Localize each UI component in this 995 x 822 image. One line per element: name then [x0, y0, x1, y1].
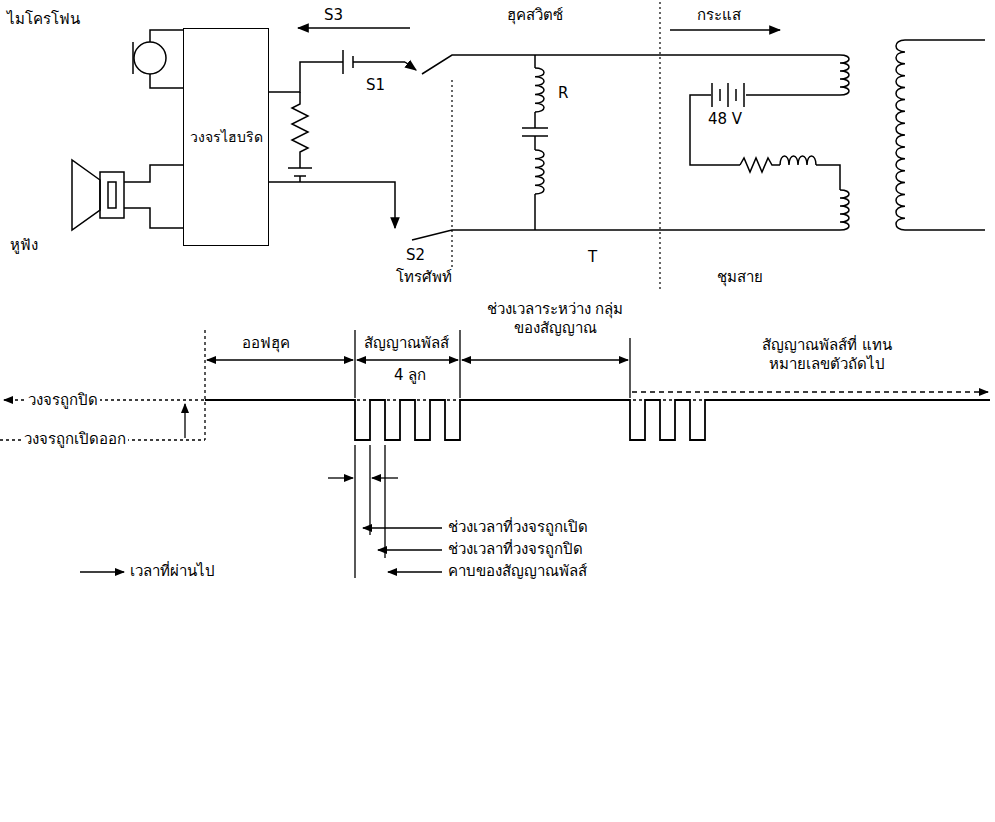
microphone-symbol	[134, 42, 166, 74]
hook-switch	[405, 62, 416, 70]
marker-line	[204, 330, 205, 440]
battery-symbol	[342, 50, 344, 74]
coil-symbol	[780, 156, 816, 165]
boundary-line	[659, 2, 660, 290]
dimension-arrow	[207, 359, 353, 360]
leader-line	[388, 571, 442, 572]
dimension-arrow	[632, 391, 988, 392]
wire	[816, 165, 840, 190]
microphone-symbol	[132, 42, 134, 74]
marker-line	[355, 330, 630, 398]
level-arrow	[184, 404, 185, 438]
capacitor-symbol	[522, 127, 548, 129]
battery-symbol	[743, 83, 745, 107]
label-text: 48 V	[706, 110, 744, 129]
leader-line	[378, 549, 442, 550]
label-text: หูฟัง	[8, 236, 40, 255]
wire	[124, 165, 183, 228]
dimension-arrow	[462, 359, 628, 360]
box-title: วงจรไฮบริด	[190, 126, 263, 148]
label-text: S2	[404, 246, 427, 265]
coil-symbol	[535, 150, 544, 194]
label-text: ฮุคสวิตซ์	[505, 6, 565, 25]
label-text: ไมโครโฟน	[5, 10, 82, 29]
coil-symbol	[896, 40, 905, 230]
label-text: วงจรถูกเปิดออก	[22, 430, 128, 449]
time-arrow	[80, 571, 124, 572]
label-text: โทรศัพท์	[394, 268, 454, 287]
battery-symbol	[719, 89, 721, 101]
earphone-symbol	[108, 182, 116, 208]
wire	[534, 55, 536, 230]
label-text: สัญญาณพัลส์	[362, 334, 451, 353]
resistor-symbol	[740, 158, 780, 172]
coil-symbol	[840, 190, 849, 230]
coil-symbol	[535, 40, 905, 230]
label-text: S1	[364, 76, 387, 95]
label-text: ออฟฮุค	[240, 334, 292, 353]
earphone-symbol	[100, 172, 124, 218]
hook-switch	[422, 55, 535, 74]
label-text: 4 ลูก	[392, 366, 428, 385]
label-text: ช่วงเวลาระหว่าง กลุ่มของสัญญาณ	[478, 300, 632, 338]
battery-symbol	[727, 83, 729, 107]
line-wire	[535, 55, 840, 230]
hybrid-circuit-box: วงจรไฮบริด	[183, 28, 269, 246]
battery-symbol	[711, 83, 713, 107]
label-text: ชุมสาย	[715, 268, 765, 287]
drawing-part	[452, 2, 660, 290]
wire	[150, 30, 183, 88]
wire	[905, 40, 985, 230]
battery-symbol	[735, 89, 737, 101]
label-text: R	[556, 84, 570, 103]
dimension-arrow	[357, 359, 458, 360]
label-text: เวลาที่ผ่านไป	[128, 562, 217, 581]
label-text: คาบของสัญญาณพัลส์	[446, 562, 589, 581]
label-text: ช่วงเวลาที่วงจรถูกปิด	[446, 540, 585, 559]
battery-symbol	[294, 175, 306, 177]
pulse-waveform	[205, 400, 990, 440]
label-text: ช่วงเวลาที่วงจรถูกเปิด	[446, 518, 590, 537]
label-text: วงจรถูกปิด	[26, 391, 100, 410]
boundary-line	[451, 80, 452, 275]
label-text: S3	[322, 6, 345, 25]
coil-symbol	[840, 55, 849, 95]
hook-switch	[412, 230, 535, 240]
label-text: สัญญาณพัลส์ที่ แทนหมายเลขตัวถัดไป	[730, 336, 924, 374]
battery-symbol	[352, 56, 354, 68]
current-arrow	[670, 29, 780, 31]
label-text: กระแส	[695, 6, 743, 25]
earphone-symbol	[72, 160, 100, 230]
tick-arrow	[328, 477, 353, 478]
label-text: T	[586, 248, 599, 267]
s3-arrow	[298, 27, 410, 29]
tick-arrow	[372, 477, 398, 478]
drawing-part	[0, 330, 990, 578]
battery-symbol	[288, 167, 312, 169]
leader-line	[363, 527, 442, 528]
wire	[269, 182, 395, 228]
coil-symbol	[535, 68, 544, 112]
tick-line	[355, 445, 385, 578]
capacitor-symbol	[522, 135, 548, 137]
